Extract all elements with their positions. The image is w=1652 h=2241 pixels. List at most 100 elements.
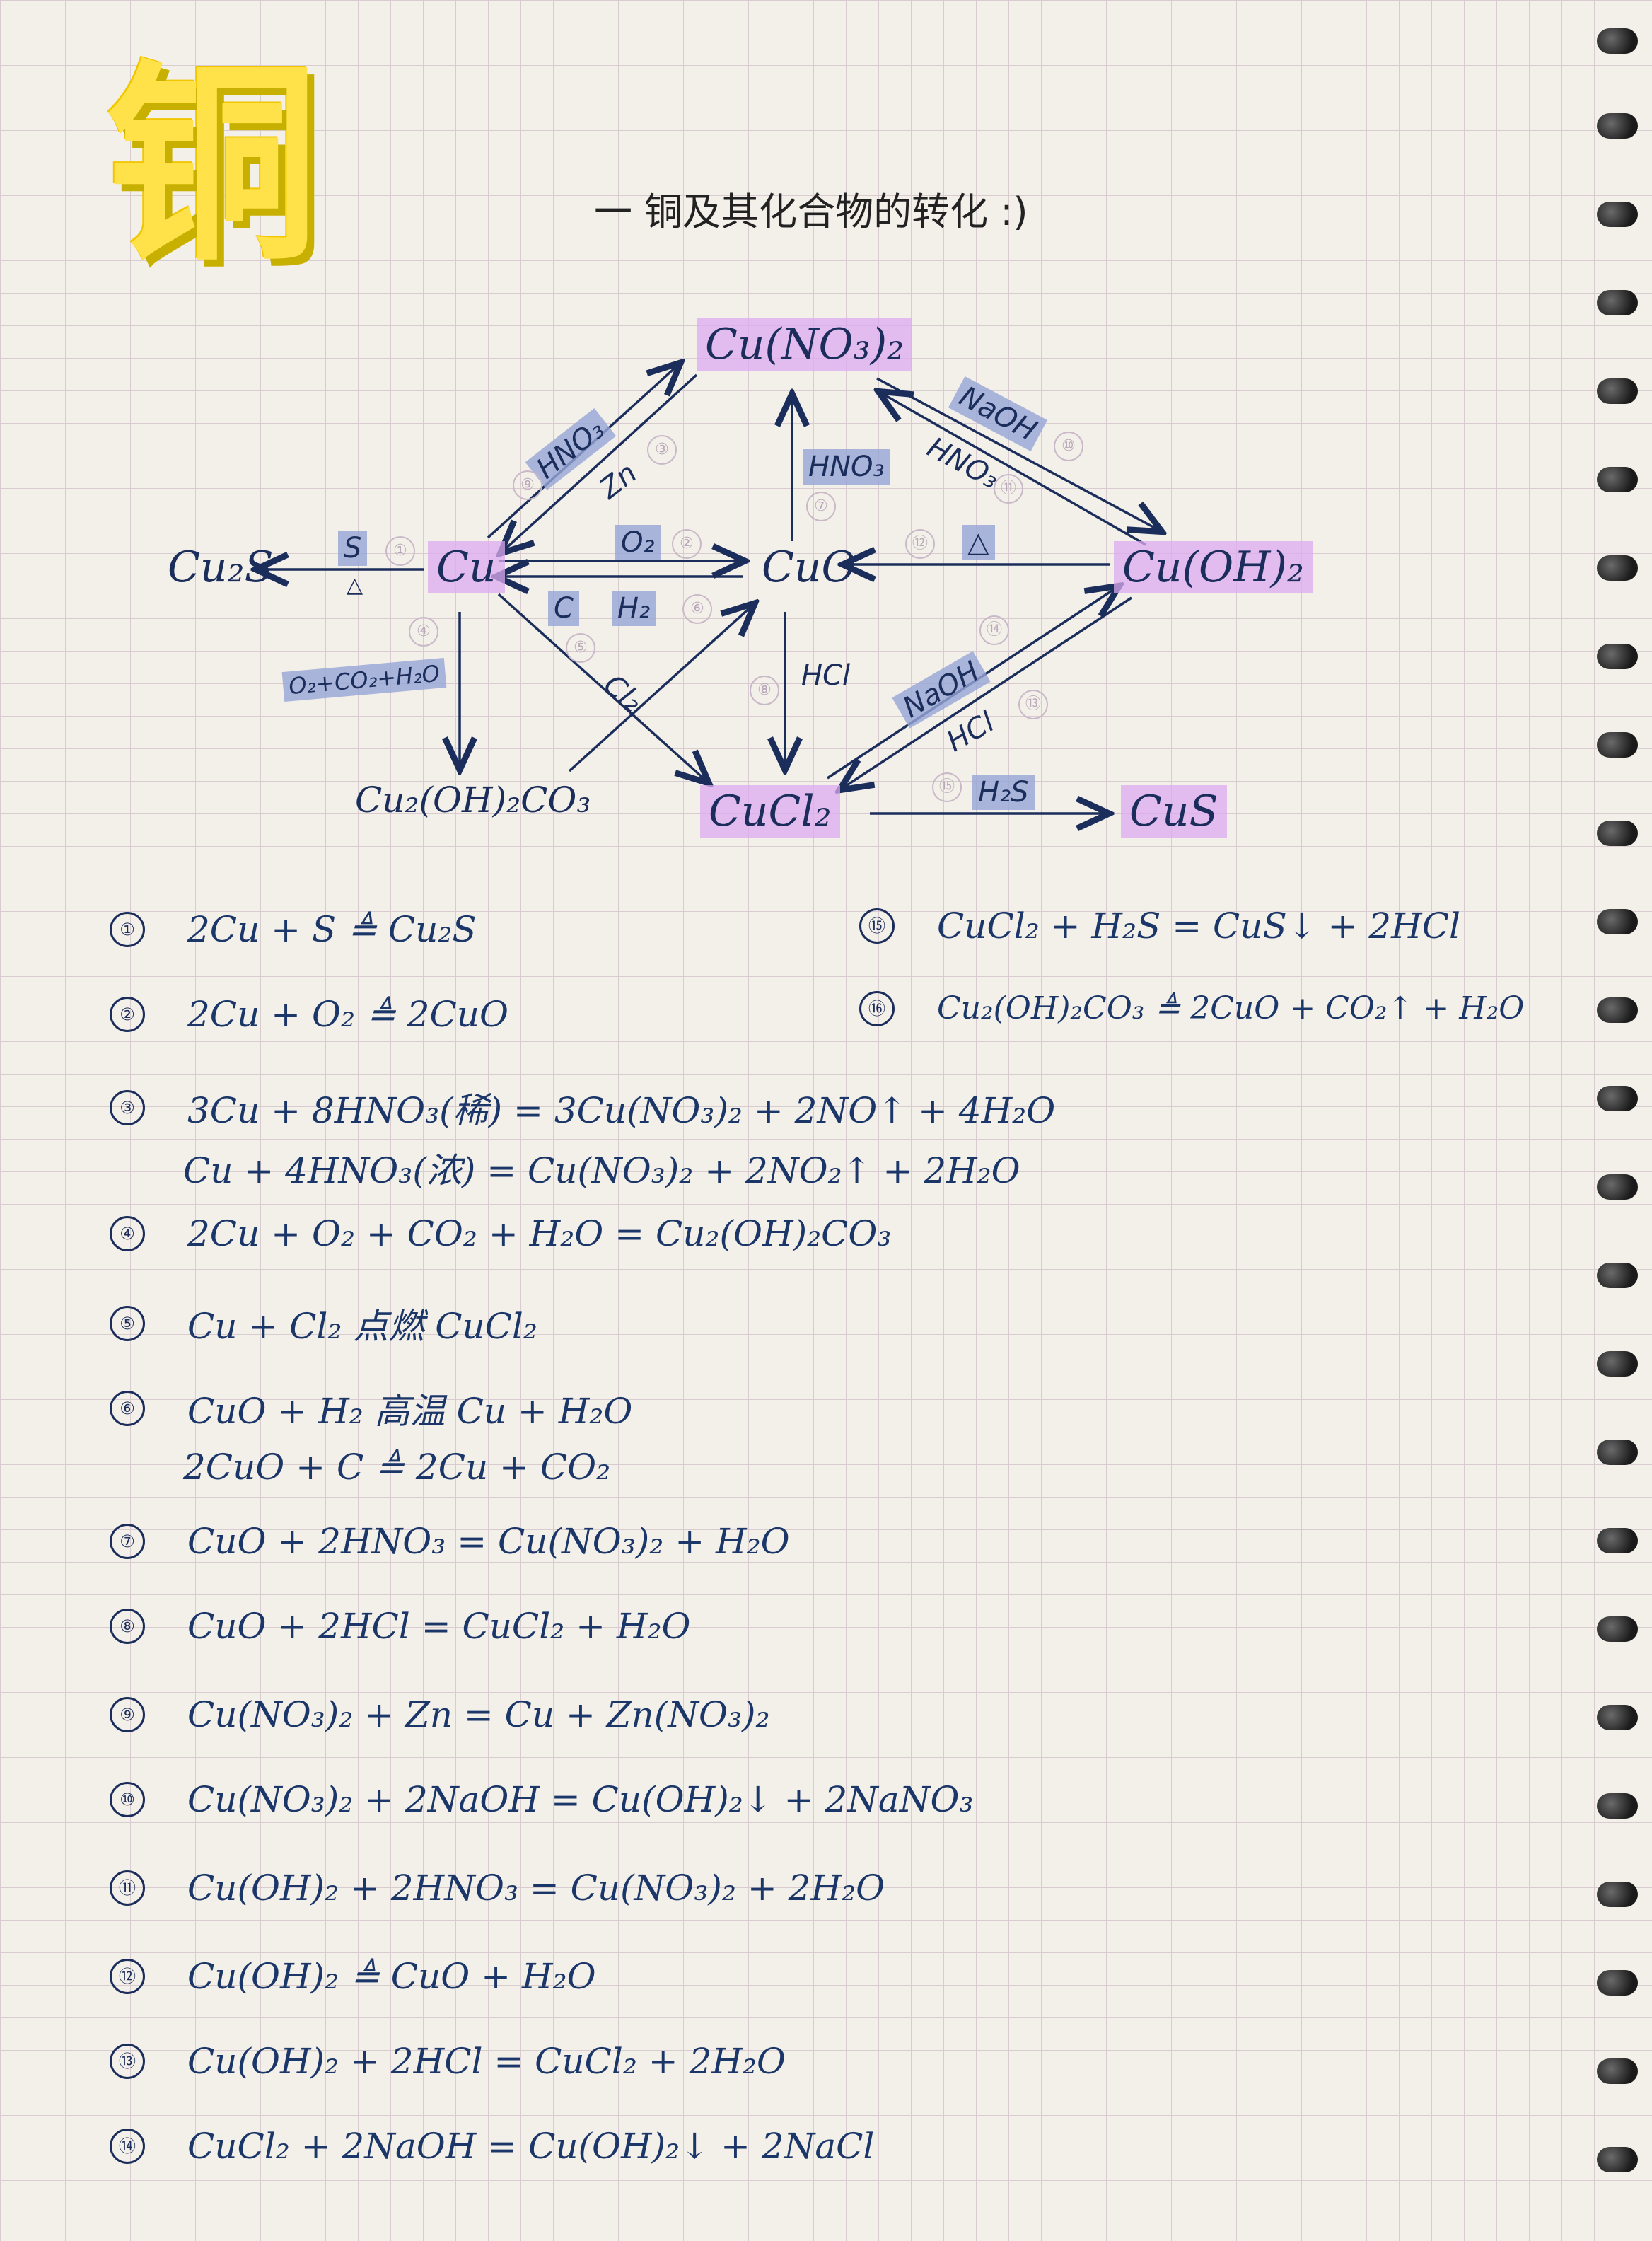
node-copper-sulfide-left: Cu₂S	[168, 543, 274, 592]
node-copper-chloride: CuCl₂	[700, 785, 840, 838]
equation-number: ⑥	[110, 1391, 145, 1426]
binding-ring	[1597, 1882, 1638, 1907]
equation-number: ④	[110, 1216, 145, 1251]
label-hydrochloric-acid-1: HCl	[801, 659, 851, 692]
equation-10: ⑩ Cu(NO₃)₂ + 2NaOH = Cu(OH)₂↓ + 2NaNO₃	[110, 1779, 973, 1820]
equation-3-line-2: Cu + 4HNO₃(浓) = Cu(NO₃)₂ + 2NO₂↑ + 2H₂O	[110, 1142, 1020, 1193]
binding-ring	[1597, 732, 1638, 758]
equation-9: ⑨ Cu(NO₃)₂ + Zn = Cu + Zn(NO₃)₂	[110, 1694, 770, 1735]
binding-ring	[1597, 1970, 1638, 1996]
arrow-cuoh-to-cucl2	[842, 596, 1132, 789]
diagram-circled-number: ③	[647, 435, 677, 465]
label-hydrogen-sulfide: H₂S	[972, 775, 1035, 810]
diagram-circled-number: ⑭	[979, 615, 1009, 645]
equation-text: 2CuO + C ≜ 2Cu + CO₂	[183, 1447, 611, 1488]
binding-ring	[1597, 821, 1638, 846]
equation-number: ⑮	[859, 908, 895, 944]
diagram-circled-number: ⑧	[750, 676, 779, 705]
arrow-cu-to-cucl2	[497, 593, 707, 782]
binding-ring	[1597, 997, 1638, 1023]
equation-6: ⑥ CuO + H₂ 高温 Cu + H₂O	[110, 1383, 632, 1434]
equation-text: Cu₂(OH)₂CO₃ ≜ 2CuO + CO₂↑ + H₂O	[937, 990, 1525, 1026]
binding-ring	[1597, 1528, 1638, 1553]
equation-number: ⑧	[110, 1609, 145, 1644]
equation-number: ③	[110, 1090, 145, 1125]
binding-ring	[1597, 1351, 1638, 1377]
equation-number: ⑨	[110, 1697, 145, 1732]
equation-text: 3Cu + 8HNO₃(稀) = 3Cu(NO₃)₂ + 2NO↑ + 4H₂O	[187, 1090, 1056, 1131]
equation-15: ⑮ CuCl₂ + H₂S = CuS↓ + 2HCl	[859, 905, 1460, 946]
equation-number: ①	[110, 912, 145, 947]
node-copper-sulfide-right: CuS	[1121, 785, 1227, 838]
diagram-circled-number: ⑮	[932, 772, 962, 802]
equation-8: ⑧ CuO + 2HCl = CuCl₂ + H₂O	[110, 1606, 691, 1647]
diagram-circled-number: ⑨	[513, 470, 542, 500]
equation-2: ② 2Cu + O₂ ≜ 2CuO	[110, 994, 508, 1035]
diagram-circled-number: ⑪	[994, 474, 1023, 504]
equation-6-line-2: 2CuO + C ≜ 2Cu + CO₂	[110, 1447, 610, 1488]
diagram-circled-number: ①	[385, 536, 415, 566]
equation-number: ⑦	[110, 1524, 145, 1559]
diagram-circled-number: ⑬	[1018, 690, 1048, 719]
equation-16: ⑯ Cu₂(OH)₂CO₃ ≜ 2CuO + CO₂↑ + H₂O	[859, 990, 1524, 1026]
label-carbon: C	[548, 591, 579, 626]
binding-ring	[1597, 1616, 1638, 1642]
label-sulfur: S	[338, 531, 368, 566]
binding-ring	[1597, 1440, 1638, 1465]
node-copper: Cu	[428, 541, 505, 593]
equation-12: ⑫ Cu(OH)₂ ≜ CuO + H₂O	[110, 1956, 596, 1997]
equation-14: ⑭ CuCl₂ + 2NaOH = Cu(OH)₂↓ + 2NaCl	[110, 2126, 874, 2167]
label-oxygen: O₂	[615, 525, 661, 560]
equation-text: Cu(NO₃)₂ + 2NaOH = Cu(OH)₂↓ + 2NaNO₃	[187, 1779, 974, 1820]
equation-number: ⑤	[110, 1306, 145, 1341]
binding-ring	[1597, 113, 1638, 139]
node-copper-nitrate: Cu(NO₃)₂	[697, 318, 913, 371]
equation-text: Cu(OH)₂ + 2HCl = CuCl₂ + 2H₂O	[187, 2041, 786, 2082]
label-hydrogen: H₂	[612, 591, 656, 626]
equation-5: ⑤ Cu + Cl₂ 点燃 CuCl₂	[110, 1298, 537, 1349]
diagram-circled-number: ⑤	[566, 633, 595, 663]
equation-text: Cu(NO₃)₂ + Zn = Cu + Zn(NO₃)₂	[187, 1694, 770, 1735]
equation-number: ⑭	[110, 2129, 145, 2164]
equation-text: CuCl₂ + 2NaOH = Cu(OH)₂↓ + 2NaCl	[187, 2126, 875, 2167]
binding-ring	[1597, 28, 1638, 54]
binding-ring	[1597, 2058, 1638, 2084]
page-title: 铜	[106, 42, 318, 289]
label-heat-2: △	[962, 525, 995, 560]
label-nitric-acid-2: HNO₃	[803, 449, 890, 485]
equation-text: 2Cu + O₂ ≜ 2CuO	[187, 994, 508, 1035]
binding-ring	[1597, 1174, 1638, 1200]
binding-ring	[1597, 909, 1638, 934]
binding-ring	[1597, 290, 1638, 315]
conversion-diagram-arrows	[0, 0, 1652, 884]
equation-11: ⑪ Cu(OH)₂ + 2HNO₃ = Cu(NO₃)₂ + 2H₂O	[110, 1868, 885, 1909]
equation-text: CuO + 2HCl = CuCl₂ + H₂O	[187, 1606, 691, 1647]
equation-text: Cu + Cl₂ 点燃 CuCl₂	[187, 1306, 537, 1347]
equation-7: ⑦ CuO + 2HNO₃ = Cu(NO₃)₂ + H₂O	[110, 1521, 790, 1562]
equation-number: ⑬	[110, 2044, 145, 2079]
node-copper-hydroxide: Cu(OH)₂	[1114, 541, 1313, 593]
label-heat-1: △	[347, 573, 363, 598]
binding-ring	[1597, 644, 1638, 669]
diagram-circled-number: ②	[672, 529, 702, 559]
binding-ring	[1597, 1793, 1638, 1819]
diagram-circled-number: ⑫	[905, 529, 935, 559]
equation-4: ④ 2Cu + O₂ + CO₂ + H₂O = Cu₂(OH)₂CO₃	[110, 1213, 891, 1254]
node-copper-oxide: CuO	[762, 543, 856, 592]
binding-ring	[1597, 378, 1638, 404]
binding-ring	[1597, 1705, 1638, 1730]
binding-ring	[1597, 1263, 1638, 1288]
equation-text: CuO + 2HNO₃ = Cu(NO₃)₂ + H₂O	[187, 1521, 790, 1562]
binding-ring	[1597, 2147, 1638, 2172]
binding-ring	[1597, 1086, 1638, 1111]
equation-text: Cu + 4HNO₃(浓) = Cu(NO₃)₂ + 2NO₂↑ + 2H₂O	[183, 1150, 1020, 1191]
equation-text: CuO + H₂ 高温 Cu + H₂O	[187, 1391, 633, 1432]
diagram-circled-number: ⑥	[682, 594, 712, 624]
binding-ring	[1597, 467, 1638, 492]
equation-text: Cu(OH)₂ ≜ CuO + H₂O	[187, 1956, 596, 1997]
equation-number: ⑫	[110, 1959, 145, 1994]
diagram-circled-number: ⑩	[1054, 432, 1083, 461]
equation-number: ⑯	[859, 990, 895, 1026]
binding-ring	[1597, 202, 1638, 227]
node-basic-copper-carbonate: Cu₂(OH)₂CO₃	[355, 780, 591, 821]
